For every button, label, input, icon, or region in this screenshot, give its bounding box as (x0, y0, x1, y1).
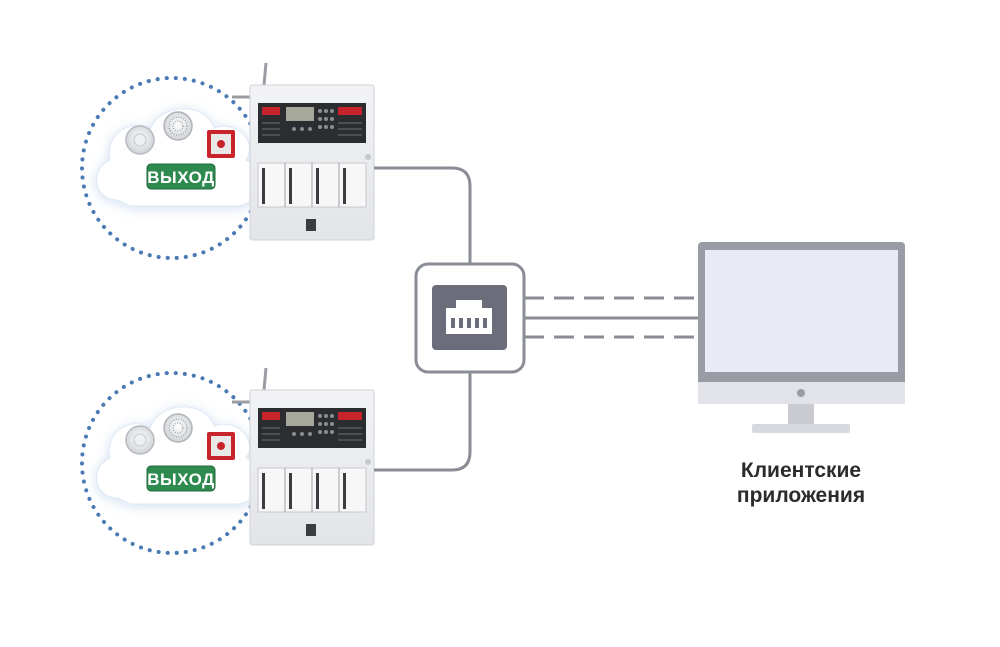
connections (374, 166, 698, 472)
exit-sign-icon: ВЫХОД (146, 163, 216, 190)
exit-sign-label: ВЫХОД (147, 470, 214, 489)
exit-sign-icon: ВЫХОД (146, 465, 216, 492)
connection-panel-1-switch (374, 166, 472, 264)
ethernet-port-icon (432, 285, 507, 350)
manual-call-point-icon (207, 432, 235, 460)
smoke-detector-icon (125, 125, 155, 155)
network-switch (414, 262, 526, 374)
monitor-icon (698, 242, 905, 433)
connection-panel-2-switch (374, 372, 472, 472)
fire-panel-icon (232, 367, 375, 546)
zone-1: ВЫХОД (80, 76, 264, 260)
siren-icon (163, 111, 193, 141)
fire-panel-icon (232, 62, 375, 241)
exit-sign-label: ВЫХОД (147, 168, 214, 187)
zone-2: ВЫХОД (80, 371, 264, 555)
client-caption-line-1: Клиентские (741, 459, 861, 482)
manual-call-point-icon (207, 130, 235, 158)
client-caption: Клиентские приложения (737, 459, 865, 507)
smoke-detector-icon (125, 425, 155, 455)
client-caption-line-2: приложения (737, 484, 865, 507)
siren-icon (163, 413, 193, 443)
